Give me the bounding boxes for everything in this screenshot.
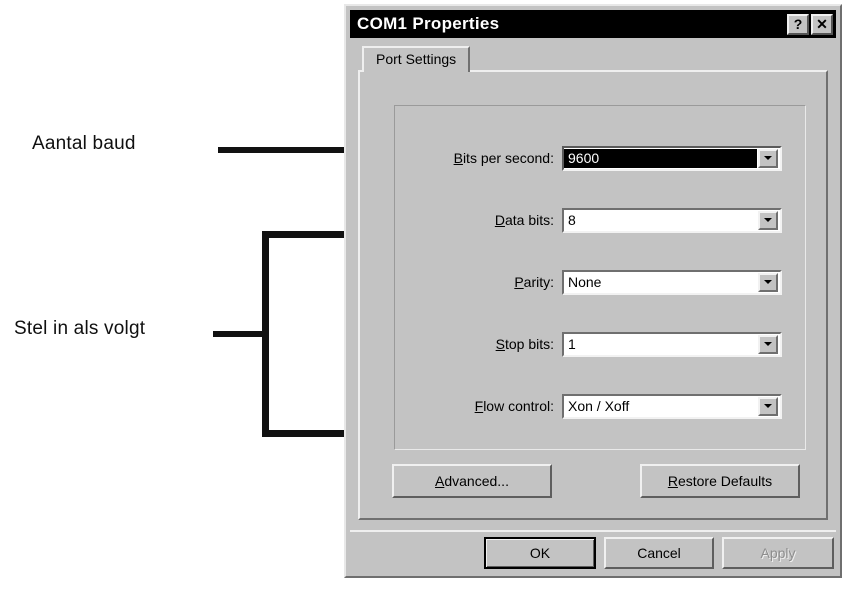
chevron-down-icon[interactable]	[758, 210, 778, 230]
label-parity: Parity:	[514, 274, 554, 290]
titlebar: COM1 Properties ? ✕	[350, 10, 836, 38]
field-row-bits-per-second: Bits per second: 9600	[402, 145, 802, 171]
help-icon[interactable]: ?	[787, 13, 809, 35]
chevron-down-icon[interactable]	[758, 148, 778, 168]
dialog-button-bar	[350, 530, 836, 576]
combobox-value-parity: None	[568, 274, 602, 290]
combobox-value-bits-per-second: 9600	[564, 148, 757, 168]
label-data-bits: Data bits:	[494, 212, 554, 228]
field-row-stop-bits: Stop bits: 1	[402, 331, 802, 357]
field-row-data-bits: Data bits: 8	[402, 207, 802, 233]
combobox-stop-bits[interactable]: 1	[562, 331, 782, 357]
ok-button[interactable]: OK	[484, 537, 596, 569]
field-row-flow-control: Flow control: Xon / Xoff	[402, 393, 802, 419]
combobox-value-stop-bits: 1	[568, 336, 576, 352]
label-flow-control: Flow control:	[474, 398, 554, 414]
tab-port-settings[interactable]: Port Settings	[362, 46, 471, 72]
annotation-bracket-vertical	[262, 231, 269, 437]
combobox-parity[interactable]: None	[562, 269, 782, 295]
combobox-bits-per-second[interactable]: 9600	[562, 145, 782, 171]
annotation-label-aantal-baud: Aantal baud	[32, 133, 136, 154]
label-bits-per-second: Bits per second:	[453, 150, 554, 166]
tab-panel	[358, 70, 828, 520]
chevron-down-icon[interactable]	[758, 334, 778, 354]
close-icon[interactable]: ✕	[811, 13, 833, 35]
annotation-label-stel-in-als-volgt: Stel in als volgt	[14, 318, 146, 339]
titlebar-button-group: ? ✕	[787, 13, 833, 35]
combobox-value-data-bits: 8	[568, 212, 576, 228]
chevron-down-icon[interactable]	[758, 396, 778, 416]
dialog-title: COM1 Properties	[357, 14, 500, 33]
cancel-button[interactable]: Cancel	[604, 537, 714, 569]
field-row-parity: Parity: None	[402, 269, 802, 295]
apply-button: Apply	[722, 537, 834, 569]
port-settings-groupbox	[394, 105, 806, 450]
combobox-value-flow-control: Xon / Xoff	[568, 398, 630, 414]
combobox-flow-control[interactable]: Xon / Xoff	[562, 393, 782, 419]
label-stop-bits: Stop bits:	[495, 336, 554, 352]
combobox-data-bits[interactable]: 8	[562, 207, 782, 233]
annotation-bracket-stem	[213, 331, 265, 337]
annotation-arrow-shaft	[218, 147, 386, 153]
chevron-down-icon[interactable]	[758, 272, 778, 292]
